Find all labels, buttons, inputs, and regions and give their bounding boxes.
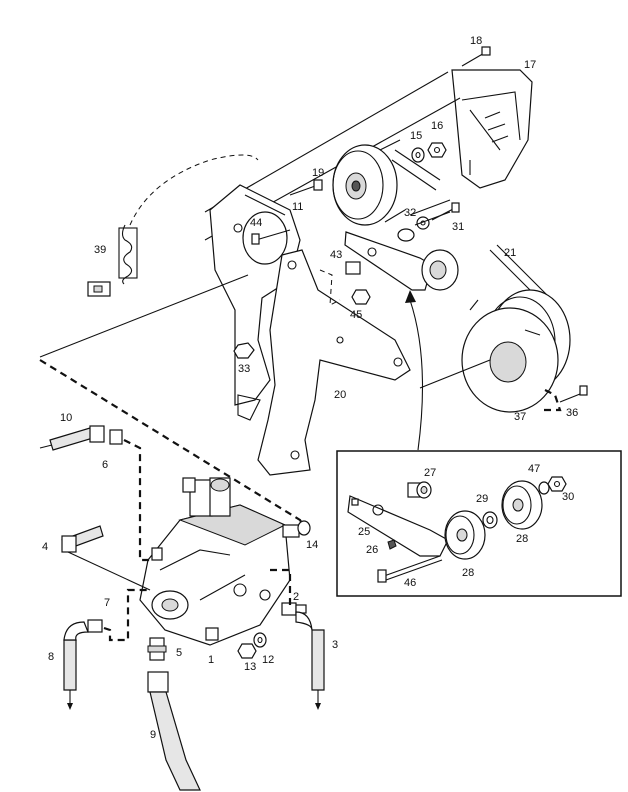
- callout-15: 15: [410, 130, 422, 142]
- fitting-5: [147, 637, 167, 661]
- hose-8: [63, 621, 89, 710]
- nut-13: [237, 643, 257, 659]
- washer-12: [253, 632, 267, 648]
- callout-33: 33: [238, 363, 250, 375]
- inset-nut-30: [547, 476, 567, 492]
- bolt-11: [289, 179, 323, 196]
- injection-pump-1: [139, 477, 291, 646]
- callout-14: 14: [306, 539, 318, 551]
- callout-1: 1: [208, 654, 214, 666]
- callout-13: 13: [244, 661, 256, 673]
- callout-8: 8: [48, 651, 54, 663]
- tensioner-arm: [344, 228, 459, 291]
- inset-bolt-46: [377, 555, 443, 583]
- inset-bushing-27: [407, 481, 432, 499]
- leader-line: [419, 359, 491, 389]
- callout-47: 47: [528, 463, 540, 475]
- dashed-guide: [103, 588, 150, 642]
- bracket-plate: [209, 184, 301, 406]
- callout-28b: 28: [516, 533, 528, 545]
- callout-37: 37: [514, 411, 526, 423]
- bolt-36: [540, 385, 588, 412]
- callout-5: 5: [176, 647, 182, 659]
- hose-10: [49, 425, 105, 451]
- callout-19: 19: [312, 167, 324, 179]
- washer-32: [416, 216, 430, 230]
- callout-28a: 28: [462, 567, 474, 579]
- inset-spacer-29: [482, 511, 498, 529]
- dashed-guide: [123, 439, 152, 562]
- pulley-37: [461, 289, 571, 413]
- callout-3: 3: [332, 639, 338, 651]
- hose-arrow: [39, 444, 53, 449]
- hose-4: [61, 525, 104, 553]
- callout-29: 29: [476, 493, 488, 505]
- bracket-17: [451, 69, 533, 189]
- callout-6: 6: [102, 459, 108, 471]
- arrow-line: [409, 299, 424, 451]
- dashed-guide: [270, 568, 292, 605]
- arrow-head: [405, 290, 416, 303]
- callout-10: 10: [60, 412, 72, 424]
- inset-washer-47: [538, 481, 550, 495]
- stud-14: [282, 520, 311, 538]
- clip: [87, 281, 111, 297]
- callout-21: 21: [504, 247, 516, 259]
- fitting-6: [109, 429, 123, 445]
- callout-36: 36: [566, 407, 578, 419]
- bracket-20: [237, 249, 411, 476]
- callout-9: 9: [150, 729, 156, 741]
- callout-25: 25: [358, 526, 370, 538]
- leader-line: [67, 551, 151, 591]
- callout-2: 2: [293, 591, 299, 603]
- callout-30: 30: [562, 491, 574, 503]
- dashed-guide: [319, 269, 341, 306]
- callout-27: 27: [424, 467, 436, 479]
- washer-15: [411, 147, 425, 163]
- callout-4: 4: [42, 541, 48, 553]
- bolt-18: [461, 46, 491, 67]
- callout-44: 44: [250, 217, 262, 229]
- callout-32: 32: [404, 207, 416, 219]
- callout-46: 46: [404, 577, 416, 589]
- hose-9: [147, 671, 201, 791]
- nut-16: [427, 142, 447, 158]
- belt-segment: [409, 199, 451, 226]
- callout-12: 12: [262, 654, 274, 666]
- callout-18: 18: [470, 35, 482, 47]
- callout-17: 17: [524, 59, 536, 71]
- inset-pulley-28a: [444, 510, 486, 560]
- nut-45: [351, 289, 371, 305]
- belt: [391, 149, 441, 191]
- inset-bolt-26: [387, 539, 397, 550]
- callout-20: 20: [334, 389, 346, 401]
- inset-pulley-28b: [501, 480, 543, 530]
- callout-43: 43: [330, 249, 342, 261]
- callout-45: 45: [350, 309, 362, 321]
- spring-39: [118, 154, 259, 285]
- nut-33: [233, 342, 255, 359]
- callout-26: 26: [366, 544, 378, 556]
- callout-16: 16: [431, 120, 443, 132]
- hose-3: [295, 611, 325, 710]
- callout-7: 7: [104, 597, 110, 609]
- bolt-44: [251, 229, 291, 245]
- spacer-43: [345, 261, 361, 275]
- callout-31: 31: [452, 221, 464, 233]
- pulley-19: [332, 139, 406, 226]
- callout-39: 39: [94, 244, 106, 256]
- fitting-7: [87, 619, 103, 633]
- leader-line: [39, 274, 249, 358]
- callout-11: 11: [292, 201, 303, 213]
